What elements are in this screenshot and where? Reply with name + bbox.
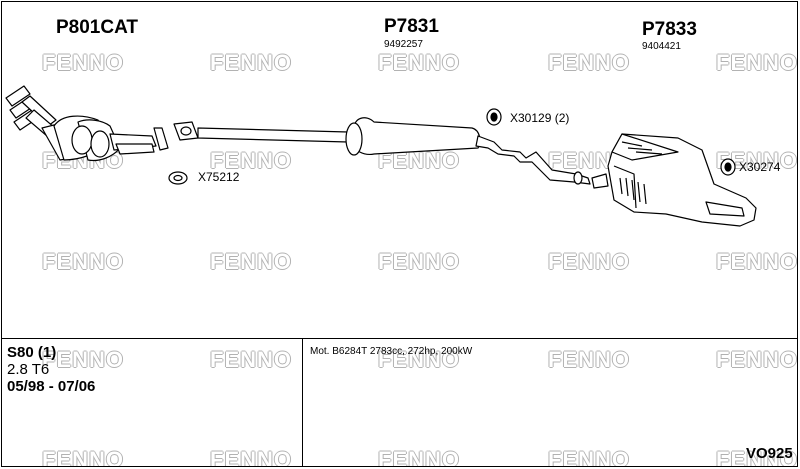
ref-hanger-label: X30274 xyxy=(739,160,781,174)
watermark: FENNO xyxy=(548,347,630,372)
vehicle-engine: 2.8 T6 xyxy=(7,361,50,378)
watermark: FENNO xyxy=(378,447,460,467)
watermark: FENNO xyxy=(42,447,124,467)
watermark: FENNO xyxy=(378,249,460,274)
catalytic-converter-part xyxy=(5,85,169,162)
vehicle-years: 05/98 - 07/06 xyxy=(7,378,96,395)
front-pipe xyxy=(197,127,349,143)
rubber-mount-x30274 xyxy=(720,158,736,176)
watermark: FENNO xyxy=(210,50,292,75)
watermark: FENNO xyxy=(716,50,798,75)
watermark: FENNO xyxy=(716,347,798,372)
part-code-rear: P7833 xyxy=(642,19,697,40)
engine-detail: Mot. B6284T 2783cc, 272hp, 200kW xyxy=(310,346,473,357)
watermark: FENNO xyxy=(210,148,292,173)
gasket-x75212 xyxy=(168,171,188,185)
watermark: FENNO xyxy=(548,447,630,467)
watermark: FENNO xyxy=(42,50,124,75)
table-divider-vertical xyxy=(302,338,303,466)
vehicle-model: S80 (1) xyxy=(7,344,57,361)
rear-pipe xyxy=(475,135,591,185)
watermark: FENNO xyxy=(42,347,124,372)
ref-rubber-label: X30129 (2) xyxy=(510,111,570,125)
watermark: FENNO xyxy=(548,249,630,274)
ref-gasket-label: X75212 xyxy=(198,170,240,184)
table-divider-horizontal xyxy=(2,338,797,339)
rubber-mount-x30129 xyxy=(486,108,502,126)
watermark: FENNO xyxy=(716,249,798,274)
watermark: FENNO xyxy=(716,447,798,467)
watermark: FENNO xyxy=(42,249,124,274)
middle-silencer-part xyxy=(345,117,481,156)
watermark: FENNO xyxy=(548,50,630,75)
watermark: FENNO xyxy=(378,50,460,75)
vehicle-info: S80 (1) 2.8 T6 05/98 - 07/06 xyxy=(7,344,95,395)
watermark: FENNO xyxy=(210,249,292,274)
exhaust-system-drawing xyxy=(5,85,757,227)
watermark: FENNO xyxy=(210,347,292,372)
part-code-middle: P7831 xyxy=(384,16,439,37)
part-code-cat: P801CAT xyxy=(56,17,139,38)
watermark: FENNO xyxy=(378,347,460,372)
oe-number-middle: 9492257 xyxy=(384,39,423,50)
oe-number-rear: 9404421 xyxy=(642,41,681,52)
watermark: FENNO xyxy=(210,447,292,467)
rear-silencer-part xyxy=(591,133,757,227)
vehicle-code: VO925 xyxy=(746,445,793,462)
